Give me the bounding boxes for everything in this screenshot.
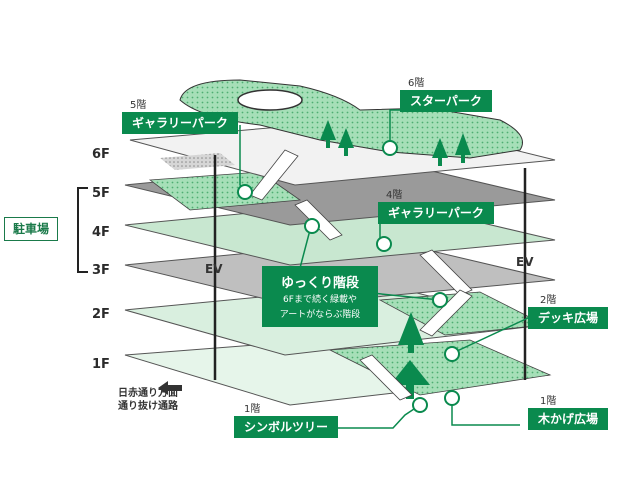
- parking-bracket: [77, 187, 88, 273]
- through-path-arrow-icon: [158, 381, 182, 395]
- deck-plaza-label: デッキ広場: [528, 307, 609, 329]
- floor-label-1f: 1F: [92, 357, 110, 372]
- floor-label-5f: 5F: [92, 186, 110, 201]
- ev-label-left: EV: [205, 262, 223, 276]
- floor-label-6f: 6F: [92, 147, 110, 162]
- floor-label-3f: 3F: [92, 263, 110, 278]
- through-path-line2: 通り抜け通路: [118, 401, 178, 412]
- ev-label-right: EV: [516, 255, 534, 269]
- tree-shade-plaza-label: 木かげ広場: [528, 408, 609, 430]
- through-path-line1: 日赤通り方面: [118, 388, 178, 399]
- slow-stairs-desc1: 6Fまで続く緑載や: [283, 295, 357, 305]
- through-path-note: 日赤通り方面 通り抜け通路: [118, 387, 178, 413]
- parking-label: 駐車場: [4, 217, 59, 241]
- star-park-label: スターパーク: [400, 90, 492, 112]
- hotspots: [237, 140, 460, 413]
- gallery-park-4f-floor: 4階: [386, 190, 403, 201]
- star-park-floor: 6階: [408, 78, 425, 89]
- slow-stairs-desc2: アートがならぶ階段: [279, 310, 361, 320]
- symbol-tree-floor: 1階: [244, 404, 261, 415]
- gallery-park-4f-label: ギャラリーパーク: [378, 202, 494, 224]
- slow-stairs-box: ゆっくり階段 6Fまで続く緑載や アートがならぶ階段: [262, 266, 378, 327]
- floor-label-4f: 4F: [92, 225, 110, 240]
- trees: [320, 120, 471, 399]
- gallery-park-5f-label: ギャラリーパーク: [122, 112, 238, 134]
- deck-plaza-floor: 2階: [540, 295, 557, 306]
- slow-stairs-title: ゆっくり階段: [280, 276, 359, 291]
- skylight: [237, 89, 303, 111]
- slow-stairs: [249, 149, 473, 401]
- symbol-tree-label: シンボルツリー: [234, 416, 339, 438]
- tree-shade-plaza-floor: 1階: [540, 396, 557, 407]
- gallery-park-5f-floor: 5階: [130, 100, 147, 111]
- floor-label-2f: 2F: [92, 307, 110, 322]
